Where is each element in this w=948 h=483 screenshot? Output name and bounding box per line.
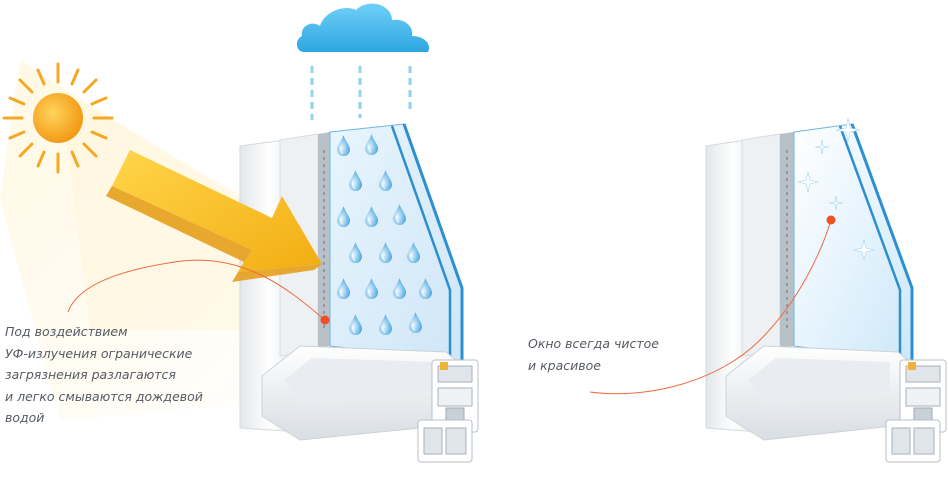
rain-streaks (310, 66, 412, 120)
caption-left-line: загрязнения разлагаются (5, 367, 176, 382)
caption-left: Под воздействием УФ-излучения ограническ… (5, 321, 203, 429)
pointer-left (67, 259, 330, 325)
window-profile-right (705, 123, 947, 463)
frame-cross-section (417, 359, 479, 463)
cloud-icon (296, 3, 430, 52)
sun-icon (2, 62, 114, 174)
caption-left-line: УФ-излучения огранические (5, 345, 193, 361)
caption-left-line: Под воздействием (5, 324, 128, 339)
caption-right: Окно всегда чистое и красивое (528, 333, 659, 376)
sparkle-icon (828, 195, 844, 211)
pointer-right (589, 215, 836, 395)
arrow-icon (106, 150, 322, 282)
frame-cross-section (885, 359, 947, 463)
sparkle-icons (797, 117, 875, 261)
caption-right-line: Окно всегда чистое (528, 336, 659, 351)
caption-right-line: и красивое (528, 357, 601, 373)
sparkle-icon (814, 139, 830, 155)
sparkle-icon (797, 171, 819, 193)
caption-left-line: и легко смываются дождевой (5, 388, 203, 404)
sparkle-icon (835, 117, 861, 143)
sparkle-icon (853, 239, 875, 261)
window-profile-left (239, 123, 479, 463)
caption-left-line: водой (5, 410, 45, 425)
